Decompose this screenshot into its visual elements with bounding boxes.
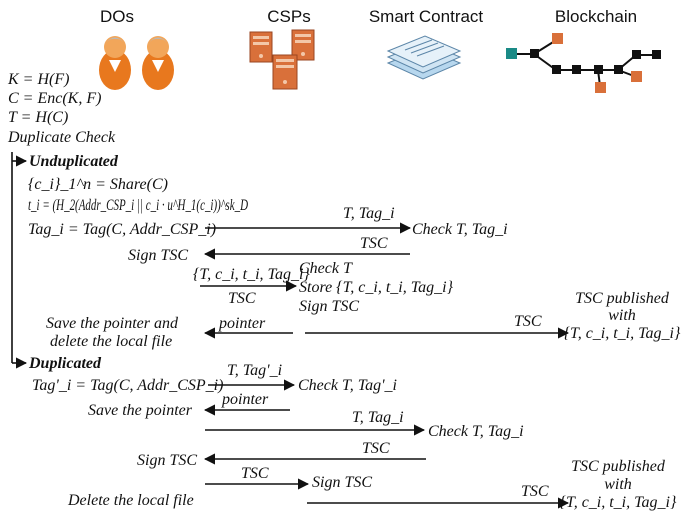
published-1-line1: TSC published xyxy=(575,290,670,307)
store-shares: Store {T, c_i, t_i, Tag_i} xyxy=(299,279,454,296)
save-pointer-delete-2: delete the local file xyxy=(50,333,172,350)
msg-tsc-1: TSC xyxy=(360,235,388,252)
header-smart-contract: Smart Contract xyxy=(369,7,484,26)
check-t-tag-prime: Check T, Tag'_i xyxy=(298,377,397,394)
eq-tag: T = H(C) xyxy=(8,109,68,126)
msg-tsc-6: TSC xyxy=(521,483,549,500)
eq-share: {c_i}_1^n = Share(C) xyxy=(28,176,168,193)
published-2-line1: TSC published xyxy=(571,458,666,475)
published-2-line3: {T, c_i, t_i, Tag_i} xyxy=(560,494,677,511)
eq-cipher: C = Enc(K, F) xyxy=(8,90,101,107)
delete-local-file: Delete the local file xyxy=(67,492,194,509)
published-2-line2: with xyxy=(604,476,632,493)
document-stack-icon xyxy=(386,35,462,80)
msg-tsc-3: TSC xyxy=(514,313,542,330)
msg-tsc-5: TSC xyxy=(241,465,269,482)
msg-tsc-4: TSC xyxy=(362,440,390,457)
eq-tag-prime: Tag'_i = Tag(C, Addr_CSP_i) xyxy=(32,377,223,394)
sign-tsc-1: Sign TSC xyxy=(128,247,188,264)
sign-tsc-4: Sign TSC xyxy=(312,474,372,491)
published-1-line2: with xyxy=(608,307,636,324)
save-pointer-delete-1: Save the pointer and xyxy=(46,315,179,332)
save-pointer: Save the pointer xyxy=(88,402,193,419)
duplicated-heading: Duplicated xyxy=(28,355,102,372)
msg-pointer-2: pointer xyxy=(221,391,269,408)
duplicate-check-label: Duplicate Check xyxy=(7,129,116,146)
sign-tsc-2: Sign TSC xyxy=(299,298,359,315)
eq-tag-i: Tag_i = Tag(C, Addr_CSP_i) xyxy=(28,221,216,238)
published-1-line3: {T, c_i, t_i, Tag_i} xyxy=(564,325,681,342)
unduplicated-heading: Unduplicated xyxy=(29,153,119,170)
header-csps: CSPs xyxy=(267,7,310,26)
eq-key: K = H(F) xyxy=(7,71,69,88)
sign-tsc-3: Sign TSC xyxy=(137,452,197,469)
msg-t-tag-2: T, Tag_i xyxy=(352,409,404,426)
msg-tsc-2: TSC xyxy=(228,290,256,307)
msg-t-tag-prime: T, Tag'_i xyxy=(227,362,282,379)
user-pair-icon xyxy=(99,36,174,90)
header-dos: DOs xyxy=(100,7,134,26)
header-blockchain: Blockchain xyxy=(555,7,637,26)
server-stack-icon xyxy=(249,29,315,90)
check-t-tag: Check T, Tag_i xyxy=(412,221,508,238)
msg-pointer-1: pointer xyxy=(218,315,266,332)
check-t: Check T xyxy=(299,260,353,277)
msg-t-tag: T, Tag_i xyxy=(343,205,395,222)
check-t-tag-2: Check T, Tag_i xyxy=(428,423,524,440)
msg-shares: {T, c_i, t_i, Tag_i} xyxy=(193,266,310,283)
eq-t-i: t_i = (H_2(Addr_CSP_i || c_i · u^H_1(c_i… xyxy=(28,197,248,214)
blockchain-chain-icon xyxy=(506,33,661,93)
